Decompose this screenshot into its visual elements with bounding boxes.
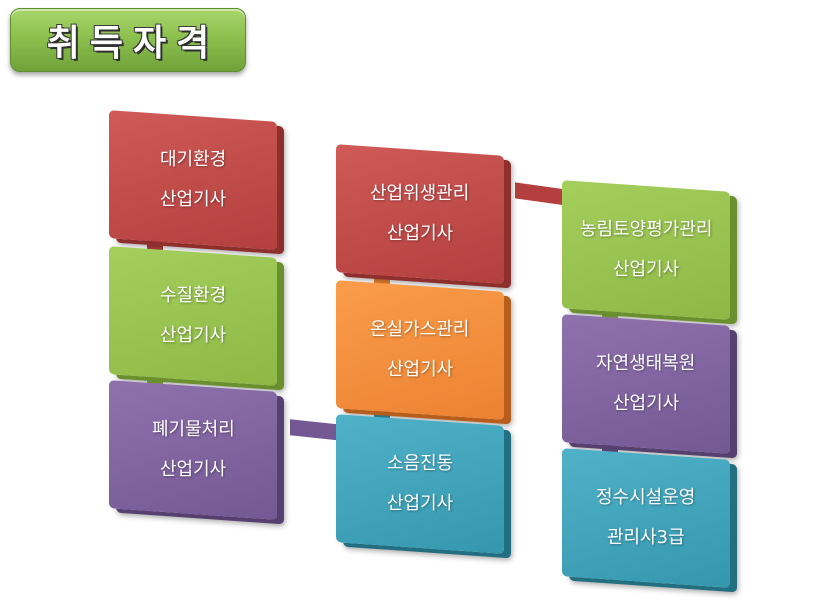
box-line1: 수질환경	[159, 285, 227, 306]
connector-saneop-nongrim	[515, 182, 567, 206]
box-line1: 농림토양평가관리	[579, 218, 713, 240]
box-pyegi: 폐기물처리 산업기사	[109, 380, 277, 520]
box-line2: 산업기사	[612, 393, 680, 414]
box-line2: 산업기사	[159, 459, 227, 480]
page-title: 취득자격	[46, 22, 220, 64]
box-jayeon: 자연생태복원 산업기사	[562, 314, 730, 454]
box-nongrim: 농림토양평가관리 산업기사	[562, 180, 730, 320]
box-line1: 자연생태복원	[596, 352, 696, 374]
box-saneop: 산업위생관리 산업기사	[336, 144, 504, 284]
box-line2: 산업기사	[386, 493, 454, 514]
box-sujil: 수질환경 산업기사	[109, 246, 277, 386]
box-line1: 산업위생관리	[370, 182, 470, 204]
box-line1: 정수시설운영	[596, 486, 696, 508]
box-soeum: 소음진동 산업기사	[336, 414, 504, 554]
box-daegi: 대기환경 산업기사	[109, 110, 277, 250]
box-line2: 산업기사	[386, 359, 454, 380]
box-line2: 산업기사	[159, 189, 227, 210]
box-line2: 산업기사	[612, 259, 680, 280]
box-line1: 온실가스관리	[370, 318, 470, 340]
title-badge: 취득자격	[10, 8, 246, 72]
box-jeongsu: 정수시설운영 관리사3급	[562, 448, 730, 588]
box-line1: 대기환경	[159, 149, 227, 170]
box-line2: 산업기사	[386, 223, 454, 244]
connector-pyegi-soeum	[290, 419, 342, 441]
box-line1: 소음진동	[386, 453, 454, 474]
box-line2: 관리사3급	[607, 526, 685, 548]
box-line2: 산업기사	[159, 325, 227, 346]
box-line1: 폐기물처리	[151, 419, 235, 440]
box-onsil: 온실가스관리 산업기사	[336, 280, 504, 420]
